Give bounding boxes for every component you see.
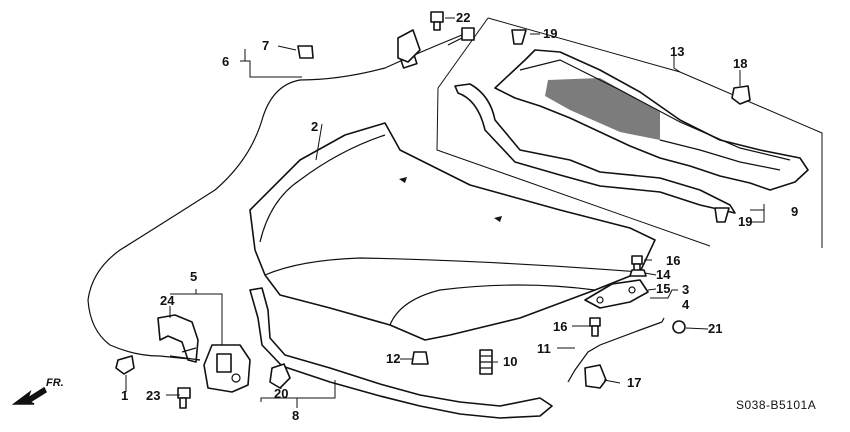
callout-12: 12 [386,351,400,366]
clip-part-1[interactable] [115,355,135,375]
callout-19a: 19 [543,26,557,41]
callout-24: 24 [160,293,175,308]
clip-part-18[interactable] [731,85,751,105]
callout-labels: 22 7 6 2 19 13 18 9 19 16 14 15 3 4 16 2… [121,10,798,423]
callout-16b: 16 [553,319,567,334]
cable-bracket[interactable] [397,27,475,63]
callout-9: 9 [791,204,798,219]
hood-seal-part-9[interactable] [454,83,736,214]
clip-part-7[interactable] [297,45,314,59]
cushion-part-10[interactable] [479,349,493,375]
callout-4: 4 [682,297,690,312]
hood-part-2[interactable] [249,122,656,341]
callout-10: 10 [503,354,517,369]
cable-end [169,347,201,361]
clip-part-19a[interactable] [511,29,527,45]
lock-bracket-part-24[interactable] [157,314,199,363]
callout-20: 20 [274,386,288,401]
direction-label: FR. [46,377,64,389]
cowl-top-part-13[interactable] [494,49,809,191]
cushion-part-12[interactable] [411,351,429,365]
callout-21: 21 [708,321,722,336]
support-rod-part-11[interactable] [567,317,665,383]
callout-1: 1 [121,388,128,403]
callout-14: 14 [656,267,671,282]
hood-lock-part-5[interactable] [203,344,251,393]
bolt-part-22[interactable] [430,11,444,31]
callout-7: 7 [262,38,269,53]
callout-16a: 16 [666,253,680,268]
callout-22: 22 [456,10,470,25]
callout-17: 17 [627,375,641,390]
callout-8: 8 [292,408,299,423]
leader-lines [125,17,765,408]
clip-part-20[interactable] [269,363,291,389]
cowl-group-outline [436,17,823,248]
callout-3: 3 [682,282,689,297]
clip-part-19b[interactable] [714,207,730,223]
rod-holder-part-17[interactable] [584,364,607,389]
bolt-part-23[interactable] [177,387,191,409]
callout-5: 5 [190,269,197,284]
callout-2: 2 [311,119,318,134]
hood-lock-seal-part-8[interactable] [249,287,553,419]
callout-11: 11 [537,341,551,356]
callout-19b: 19 [738,214,752,229]
callout-23: 23 [146,388,160,403]
front-arrow-icon: FR. [11,377,64,405]
diagram-code: S038-B5101A [736,398,816,412]
callout-6: 6 [222,54,229,69]
callout-18: 18 [733,56,747,71]
callout-13: 13 [670,44,684,59]
bolt-part-16b[interactable] [589,317,601,337]
hood-hinge-part-3[interactable] [584,279,649,309]
nut-part-14[interactable] [629,269,647,277]
callout-15: 15 [656,281,670,296]
grommet-part-21[interactable] [672,320,686,334]
